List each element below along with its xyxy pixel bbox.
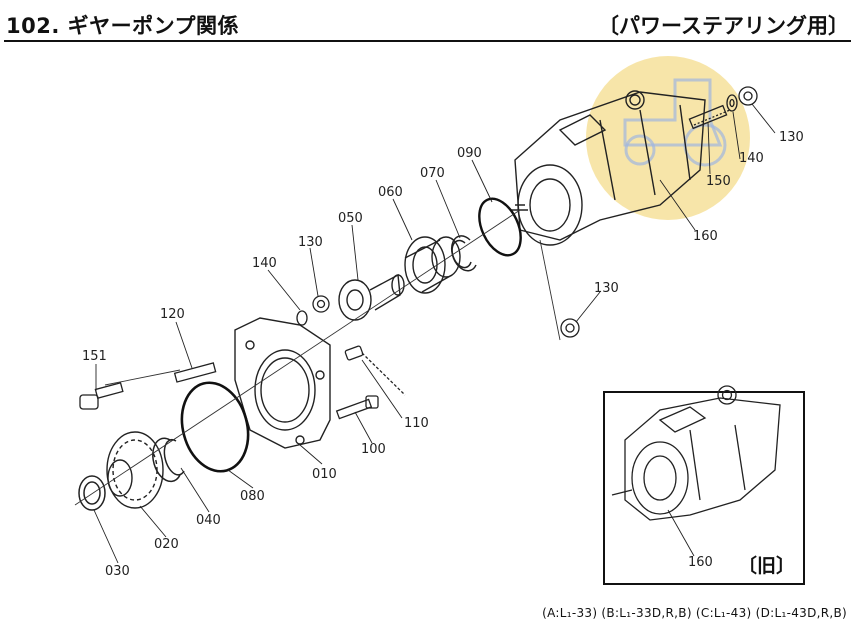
- part-label: 150: [706, 174, 731, 189]
- inset-old-type: 〔旧〕: [603, 385, 805, 585]
- gear-020: [106, 431, 164, 509]
- part-label: 080: [240, 489, 265, 504]
- part-label: 130: [779, 130, 804, 145]
- stud-120: [173, 362, 217, 383]
- bolt-150: [688, 104, 731, 130]
- washer-140-top: [726, 94, 738, 112]
- part-label: 160: [688, 555, 713, 570]
- page-header: 102. ギヤーポンプ関係 〔パワーステアリング用〕: [0, 0, 855, 44]
- flange-housing-010: [234, 317, 331, 449]
- part-label: 040: [196, 513, 221, 528]
- part-label: 100: [361, 442, 386, 457]
- part-label: 060: [378, 185, 403, 200]
- nut-130-mid: [312, 295, 330, 313]
- part-label: 151: [82, 349, 107, 364]
- part-label: 140: [252, 256, 277, 271]
- page-title: 102. ギヤーポンプ関係: [6, 14, 239, 38]
- inset-tag: 〔旧〕: [738, 554, 795, 577]
- part-label: 090: [457, 146, 482, 161]
- part-label: 030: [105, 564, 130, 579]
- part-label: 110: [404, 416, 429, 431]
- nut-130-low: [560, 318, 580, 338]
- part-label: 070: [420, 166, 445, 181]
- bolt-100: [335, 395, 379, 420]
- part-label: 050: [338, 211, 363, 226]
- gear-050: [338, 273, 405, 321]
- part-label: 140: [739, 151, 764, 166]
- part-label: 020: [154, 537, 179, 552]
- bolt-151: [79, 381, 124, 410]
- part-labels: 151 120 140 130 050 060 070 090 130 140 …: [82, 130, 804, 579]
- watermark-logo: [586, 56, 750, 220]
- part-label: 130: [298, 235, 323, 250]
- bolt-110: [344, 345, 406, 396]
- part-label: 010: [312, 467, 337, 482]
- pump-body: [510, 90, 706, 246]
- o-ring-080: [180, 381, 250, 473]
- part-label: 130: [594, 281, 619, 296]
- part-label: 160: [693, 229, 718, 244]
- assembly-axis: [74, 209, 561, 506]
- part-label: 120: [160, 307, 185, 322]
- snap-ring-040: [152, 437, 185, 483]
- oil-seal-030: [78, 475, 106, 511]
- header-rule: [4, 40, 851, 42]
- o-ring-090: [478, 197, 522, 257]
- page-subtitle: 〔パワーステアリング用〕: [598, 14, 849, 38]
- nut-130-top: [738, 86, 758, 106]
- model-applicability-note: (A:L₁-33) (B:L₁-33D,R,B) (C:L₁-43) (D:L₁…: [542, 606, 847, 620]
- washer-140-mid: [296, 310, 308, 326]
